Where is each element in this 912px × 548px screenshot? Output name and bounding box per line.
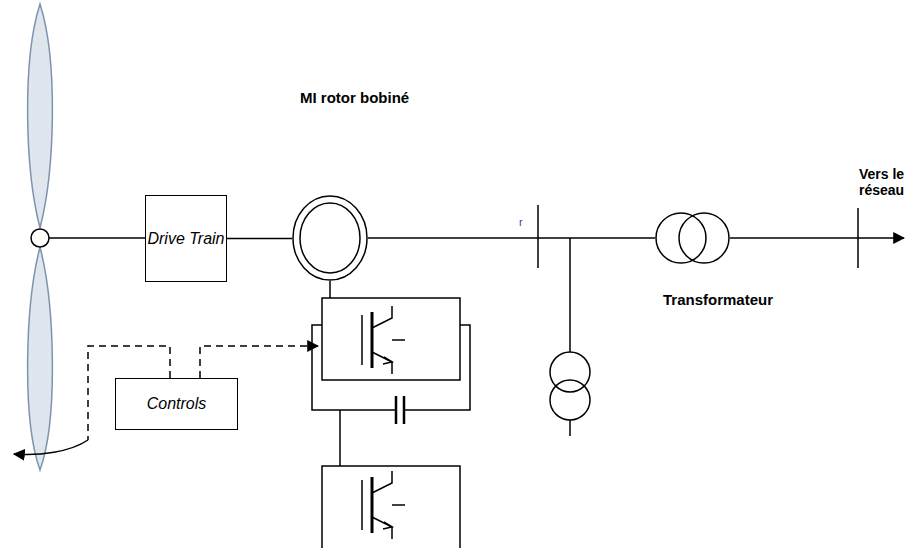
capacitor (403, 396, 406, 424)
connector (227, 238, 292, 240)
process-box: Controls (115, 378, 238, 430)
wire (339, 410, 341, 466)
wire (730, 237, 858, 239)
wire-label: r (519, 216, 523, 228)
process-box: Drive Train (145, 195, 227, 282)
part-label: Transformateur (663, 291, 738, 308)
grid-arrow (858, 237, 904, 239)
shaft (49, 237, 145, 239)
note-label: Vers le réseau (859, 166, 911, 198)
pitch-arrow (14, 440, 88, 454)
dc-link (312, 325, 470, 410)
box-label: Controls (147, 394, 207, 414)
igbt-symbol (362, 306, 405, 374)
transformer-outline (655, 211, 730, 265)
converter-box (322, 466, 460, 548)
part-label: MI rotor bobiné (300, 89, 376, 106)
wire (329, 281, 331, 298)
generator-outline (292, 195, 368, 281)
transformer-symbol: Transformateur (655, 211, 730, 265)
igbt-symbol (362, 471, 405, 539)
aux-transformer (550, 380, 590, 420)
box-label: Drive Train (147, 229, 224, 249)
blade (28, 247, 53, 470)
capacitor (395, 396, 398, 424)
wire (569, 420, 571, 436)
blade (28, 4, 53, 228)
wire (569, 238, 571, 352)
bus-bar (537, 205, 539, 268)
control-signal (200, 346, 318, 378)
connector (368, 237, 655, 239)
generator-symbol: MI rotor bobiné (292, 195, 368, 281)
converter-box (322, 298, 460, 380)
hub (31, 229, 49, 247)
